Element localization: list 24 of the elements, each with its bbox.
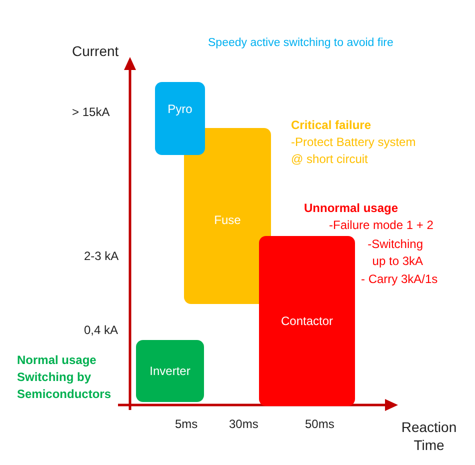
annotation-text: -Failure mode 1 + 2 [329,218,434,234]
annotation-text: Normal usage Switching by Semiconductors [17,352,112,402]
tick-label: 5ms [175,417,198,433]
annotation-heading: Unnormal usage [304,201,398,217]
annotation-text: -Protect Battery system @ short circuit [291,134,417,168]
box-label: Pyro [168,102,192,116]
fuse-box [184,128,271,304]
pyro-box [155,82,205,155]
inverter-box [136,340,204,402]
tick-label: 30ms [229,417,258,433]
tick-label: 2-3 kA [84,249,119,265]
contactor-box [259,236,355,406]
tick-label: 50ms [305,417,334,433]
tick-label: > 15kA [72,105,110,121]
axis-title: Reaction Time [400,418,458,454]
axis-title: Current [72,42,119,60]
annotation-text: - Carry 3kA/1s [361,272,438,288]
annotation-text: -Switching up to 3kA [366,236,423,270]
box-label: Fuse [214,213,241,227]
diagram-title: Speedy active switching to avoid fire [208,36,394,51]
box-label: Inverter [150,364,190,378]
tick-label: 0,4 kA [84,323,118,339]
annotation-heading: Critical failure [291,118,372,134]
box-label: Contactor [280,314,334,328]
